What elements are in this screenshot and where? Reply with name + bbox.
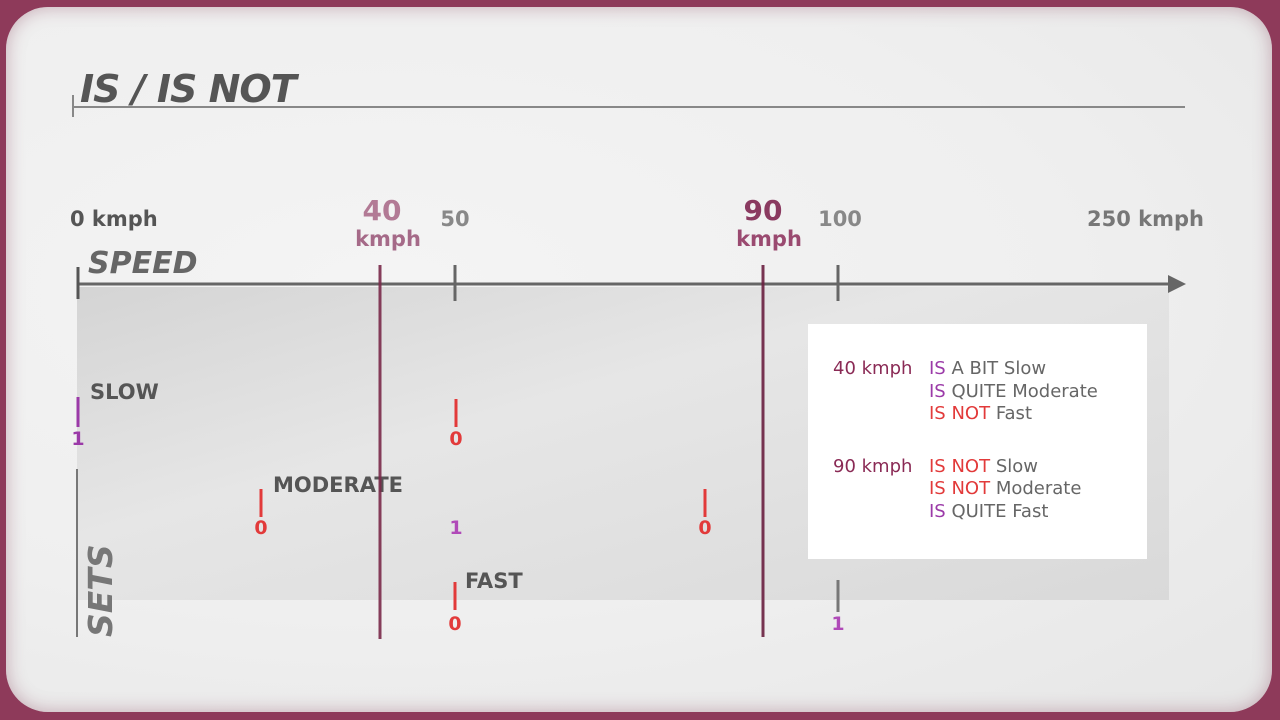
info-speed: 40 kmph — [833, 358, 913, 379]
tick-label-100: 100 — [818, 207, 862, 231]
tick-label-250: 250 kmph — [1087, 207, 1204, 231]
set-slow-start-membership: 1 — [71, 428, 84, 450]
degree-text: QUITE — [951, 500, 1007, 522]
keyword-is: IS — [929, 380, 946, 402]
keyword-is-not: IS NOT — [929, 455, 991, 477]
tick-label-0: 0 kmph — [70, 207, 158, 231]
info-line: IS NOT Moderate — [833, 478, 1147, 501]
marker-40-unit: kmph — [355, 227, 421, 251]
marker-90-unit: kmph — [736, 227, 802, 251]
set-text: Moderate — [995, 478, 1082, 499]
info-line: 90 kmph IS NOT Slow — [833, 456, 1147, 479]
keyword-is: IS — [929, 358, 946, 379]
keyword-is-not: IS NOT — [929, 403, 991, 424]
info-speed: 90 kmph — [833, 455, 913, 477]
degree-text: QUITE — [951, 380, 1007, 402]
sets-label: SETS — [81, 544, 120, 637]
degree-text: A BIT — [951, 358, 999, 379]
set-text: Moderate — [1012, 380, 1098, 402]
set-text: Fast — [995, 403, 1032, 424]
marker-40-value: 40 — [363, 194, 402, 227]
set-name-fast: FAST — [465, 569, 523, 593]
info-line: IS QUITE Fast — [833, 501, 1147, 524]
set-moderate-peak-membership: 1 — [449, 517, 462, 539]
info-line: IS QUITE Moderate — [833, 381, 1147, 404]
info-line: IS NOT Fast — [833, 403, 1147, 426]
set-moderate-start-membership: 0 — [254, 517, 267, 539]
keyword-is: IS — [929, 500, 946, 522]
speed-label: SPEED — [88, 246, 197, 281]
set-fast-start-membership: 0 — [448, 613, 461, 635]
keyword-is-not: IS NOT — [929, 478, 991, 499]
marker-90-value: 90 — [744, 194, 783, 227]
set-fast-peak-membership: 1 — [831, 613, 844, 635]
set-text: Slow — [995, 455, 1038, 477]
set-name-slow: SLOW — [90, 380, 159, 404]
set-text: Fast — [1012, 500, 1049, 522]
tick-label-50: 50 — [440, 207, 469, 231]
set-name-moderate: MODERATE — [273, 473, 403, 497]
set-text: Slow — [1003, 358, 1047, 379]
speed-axis-arrow — [1168, 275, 1186, 293]
info-line: 40 kmph IS A BIT Slow — [833, 358, 1147, 381]
set-moderate-end-membership: 0 — [698, 517, 711, 539]
page-title: IS / IS NOT — [80, 67, 297, 111]
set-slow-end-membership: 0 — [449, 428, 462, 450]
info-block-90: 90 kmph IS NOT Slow IS NOT Moderate IS QU… — [833, 456, 1147, 524]
diagram-canvas: IS / IS NOT — [6, 7, 1272, 712]
